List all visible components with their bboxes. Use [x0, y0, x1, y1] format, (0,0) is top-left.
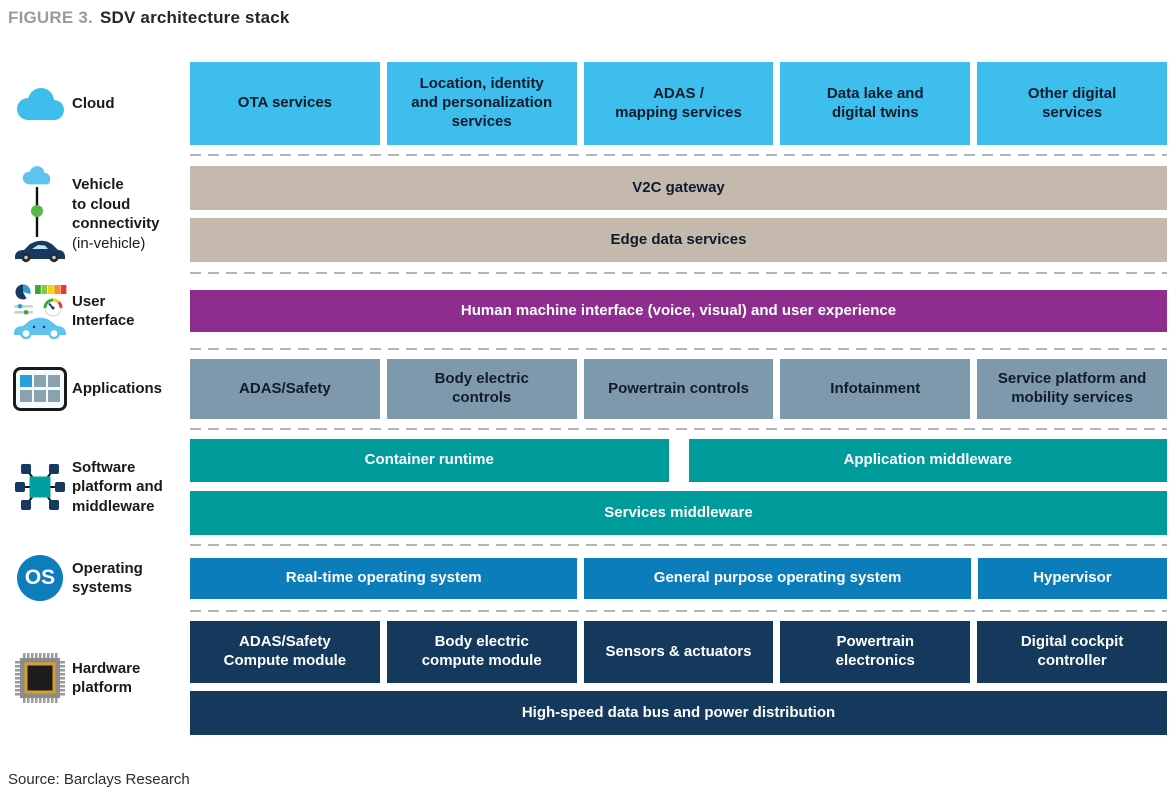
layer-user-interface: User Interface Human machine interface (… — [8, 283, 1167, 339]
app-box-adas-safety: ADAS/Safety — [190, 359, 380, 419]
os-badge-icon: OS — [8, 555, 72, 601]
dashed-separator — [8, 145, 1167, 165]
dashed-separator — [8, 419, 1167, 439]
layer-connectivity: Vehicle to cloud connectivity (in-vehicl… — [8, 165, 1167, 263]
middleware-network-icon — [8, 461, 72, 513]
layer-cloud-label: Cloud — [72, 94, 115, 112]
bar-edge-data-services: Edge data services — [190, 218, 1167, 262]
app-box-powertrain-controls: Powertrain controls — [583, 359, 774, 419]
layer-user-interface-side: User Interface — [8, 283, 190, 339]
layer-connectivity-sublabel: (in-vehicle) — [72, 234, 146, 252]
layer-applications-side: Applications — [8, 367, 190, 411]
dashed-separator — [8, 339, 1167, 359]
layer-hardware-label: Hardware platform — [72, 659, 141, 697]
hw-box-adas-compute: ADAS/Safety Compute module — [190, 621, 380, 683]
cloud-box-location-identity: Location, identity and personalization s… — [386, 62, 577, 145]
layer-cloud: Cloud OTA services Location, identity an… — [8, 62, 1167, 145]
page-title: SDV architecture stack — [99, 8, 290, 27]
app-box-infotainment: Infotainment — [780, 359, 971, 419]
layer-hardware-side: Hardware platform — [8, 653, 190, 703]
layer-os-side: OS Operating systems — [8, 555, 190, 601]
hw-box-sensors-actuators: Sensors & actuators — [583, 621, 774, 683]
layer-applications: Applications ADAS/Safety Body electric c… — [8, 359, 1167, 419]
bar-application-middleware: Application middleware — [688, 439, 1167, 482]
tablet-apps-icon — [8, 367, 72, 411]
hw-box-powertrain-electronics: Powertrain electronics — [780, 621, 971, 683]
source-note: Source: Barclays Research — [8, 771, 190, 788]
cloud-box-ota-services: OTA services — [190, 62, 380, 145]
layer-software-label: Software platform and middleware — [72, 458, 163, 515]
os-badge-text: OS — [17, 555, 63, 601]
layer-user-interface-label: User Interface — [72, 292, 135, 330]
app-box-body-electric: Body electric controls — [386, 359, 577, 419]
dashed-separator — [8, 535, 1167, 555]
app-box-service-platform: Service platform and mobility services — [977, 359, 1167, 419]
bar-container-runtime: Container runtime — [190, 439, 669, 482]
cloud-box-other-digital: Other digital services — [977, 62, 1167, 145]
bar-services-middleware: Services middleware — [190, 491, 1167, 535]
cloud-icon — [8, 86, 72, 122]
os-box-gpos: General purpose operating system — [584, 557, 971, 599]
layer-connectivity-side: Vehicle to cloud connectivity (in-vehicl… — [8, 165, 190, 263]
chip-icon — [8, 653, 72, 703]
bar-hmi: Human machine interface (voice, visual) … — [190, 290, 1167, 332]
layer-os-label: Operating systems — [72, 559, 143, 597]
os-box-hypervisor: Hypervisor — [977, 557, 1167, 599]
os-box-rtos: Real-time operating system — [190, 557, 578, 599]
dashboard-icon — [8, 283, 72, 339]
cloud-box-data-lake: Data lake and digital twins — [780, 62, 971, 145]
figure-number: FIGURE 3. — [8, 8, 93, 27]
hw-box-digital-cockpit: Digital cockpit controller — [977, 621, 1167, 683]
cloud-box-adas-mapping: ADAS / mapping services — [583, 62, 774, 145]
figure-title: FIGURE 3. SDV architecture stack — [0, 0, 1172, 28]
layer-connectivity-label: Vehicle to cloud connectivity (in-vehicl… — [72, 176, 160, 252]
layer-software: Software platform and middleware Contain… — [8, 439, 1167, 535]
bar-high-speed-bus: High-speed data bus and power distributi… — [190, 691, 1167, 735]
layer-cloud-side: Cloud — [8, 86, 190, 122]
dashed-separator — [8, 263, 1167, 283]
layer-hardware: Hardware platform ADAS/Safety Compute mo… — [8, 621, 1167, 735]
layer-software-side: Software platform and middleware — [8, 458, 190, 517]
sdv-architecture-stack: Cloud OTA services Location, identity an… — [0, 62, 1172, 735]
hw-box-body-compute: Body electric compute module — [386, 621, 577, 683]
vehicle-to-cloud-icon — [8, 165, 72, 263]
layer-applications-label: Applications — [72, 380, 163, 398]
layer-os: OS Operating systems Real-time operating… — [8, 555, 1167, 601]
bar-v2c-gateway: V2C gateway — [190, 166, 1167, 210]
dashed-separator — [8, 601, 1167, 621]
